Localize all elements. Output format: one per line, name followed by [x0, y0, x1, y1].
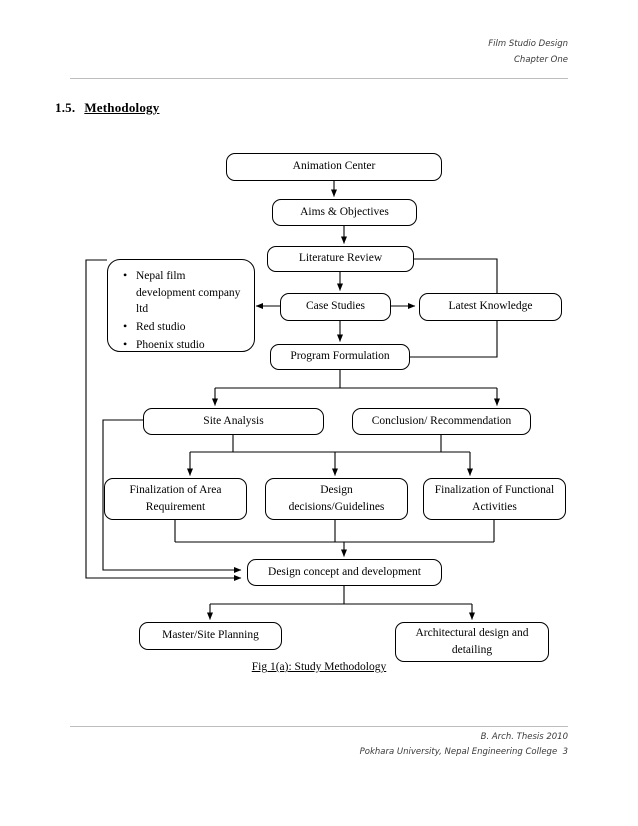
node-site-analysis[interactable]: Site Analysis — [143, 408, 324, 435]
node-animation-center[interactable]: Animation Center — [226, 153, 442, 181]
node-aims-objectives[interactable]: Aims & Objectives — [272, 199, 417, 226]
figure-caption-text: Fig 1(a): Study Methodology — [251, 661, 387, 673]
node-case-studies[interactable]: Case Studies — [280, 293, 391, 321]
node-label: Finalization of Functional Activities — [434, 484, 555, 513]
page-footer: B. Arch. Thesis 2010 Pokhara University,… — [360, 730, 568, 760]
node-finalization-functional-activities[interactable]: Finalization of Functional Activities — [423, 478, 566, 520]
node-finalization-area-requirement[interactable]: Finalization of Area Requirement — [104, 478, 247, 520]
node-case-study-list[interactable]: Nepal film development company ltd Red s… — [107, 259, 255, 354]
section-number: 1.5. — [55, 100, 76, 115]
node-label: Architectural design and detailing — [415, 627, 529, 656]
node-label: Design concept and development — [268, 565, 421, 578]
section-title: Methodology — [84, 100, 160, 115]
page-title: 1.5. Methodology — [55, 100, 159, 116]
node-architectural-design-detailing[interactable]: Architectural design and detailing — [395, 622, 549, 662]
node-label: Finalization of Area Requirement — [129, 484, 222, 513]
node-label: Literature Review — [298, 252, 383, 265]
node-label: Design decisions/Guidelines — [288, 484, 385, 513]
header-chapter: Chapter One — [514, 55, 568, 66]
node-label: Program Formulation — [290, 350, 390, 363]
header-title: Film Studio Design — [488, 39, 568, 49]
node-label: Animation Center — [292, 160, 376, 173]
node-label: Case Studies — [305, 300, 366, 313]
node-literature-review[interactable]: Literature Review — [267, 246, 414, 272]
node-design-concept-development[interactable]: Design concept and development — [247, 559, 442, 586]
footer-institution: Pokhara University, Nepal Engineering Co… — [359, 746, 568, 757]
node-label: Aims & Objectives — [300, 205, 389, 218]
node-program-formulation[interactable]: Program Formulation — [270, 344, 410, 370]
footer-divider — [70, 726, 568, 727]
node-label: Latest Knowledge — [448, 300, 533, 313]
header-divider — [70, 78, 568, 79]
footer-thesis: B. Arch. Thesis 2010 — [480, 732, 568, 742]
node-label: Master/Site Planning — [162, 629, 259, 642]
node-conclusion-recommendation[interactable]: Conclusion/ Recommendation — [352, 408, 531, 435]
node-master-site-planning[interactable]: Master/Site Planning — [139, 622, 282, 650]
case-study-list: Nepal film development company ltd Red s… — [116, 267, 244, 354]
node-label: Site Analysis — [203, 414, 264, 427]
list-item: Phoenix studio — [123, 336, 244, 354]
list-item: Red studio — [123, 318, 244, 336]
node-design-decisions-guidelines[interactable]: Design decisions/Guidelines — [265, 478, 408, 520]
running-header: Film Studio Design Chapter One — [488, 36, 568, 68]
node-label: Conclusion/ Recommendation — [371, 414, 512, 427]
figure-caption: Fig 1(a): Study Methodology — [0, 661, 638, 673]
list-item: Nepal film development company ltd — [123, 267, 244, 318]
node-latest-knowledge[interactable]: Latest Knowledge — [419, 293, 562, 321]
